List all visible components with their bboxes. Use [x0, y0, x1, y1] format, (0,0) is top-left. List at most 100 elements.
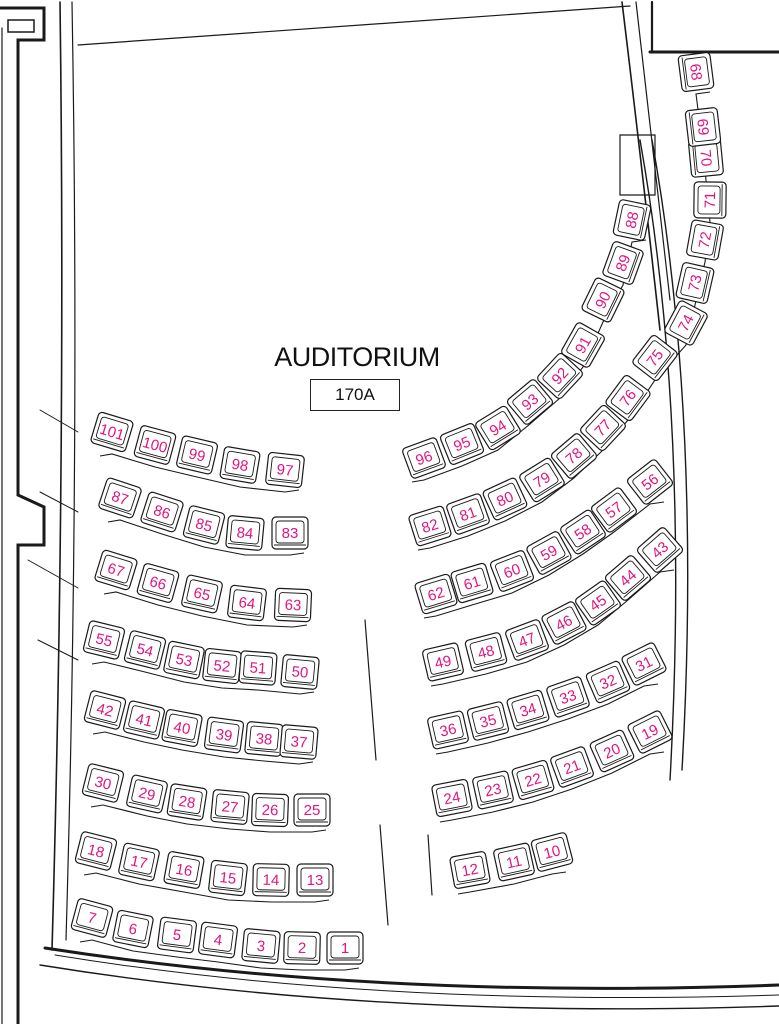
seat-36[interactable]: 36	[427, 710, 469, 750]
seat-57[interactable]: 57	[590, 486, 638, 533]
seat-20[interactable]: 20	[589, 729, 635, 773]
seat-54[interactable]: 54	[123, 630, 167, 670]
seat-73[interactable]: 73	[675, 262, 715, 304]
seat-60[interactable]: 60	[489, 550, 535, 593]
seat-42[interactable]: 42	[83, 690, 127, 730]
seat-90[interactable]: 90	[581, 277, 626, 323]
seat-10[interactable]: 10	[530, 832, 574, 872]
seat-22[interactable]: 22	[511, 759, 555, 801]
seat-31[interactable]: 31	[621, 642, 668, 687]
seat-96[interactable]: 96	[402, 437, 447, 479]
seat-48[interactable]: 48	[464, 632, 508, 672]
seat-23[interactable]: 23	[472, 770, 514, 810]
seat-84[interactable]: 84	[225, 515, 265, 551]
seat-4[interactable]: 4	[197, 921, 239, 959]
seat-41[interactable]: 41	[123, 700, 165, 740]
seat-88[interactable]: 88	[612, 199, 652, 241]
seat-94[interactable]: 94	[474, 405, 521, 451]
seat-35[interactable]: 35	[466, 701, 510, 741]
seat-12[interactable]: 12	[449, 851, 491, 889]
seat-45[interactable]: 45	[574, 580, 622, 627]
seat-50[interactable]: 50	[280, 654, 320, 690]
seat-67[interactable]: 67	[94, 549, 138, 591]
seat-5[interactable]: 5	[156, 916, 198, 954]
seat-39[interactable]: 39	[203, 716, 245, 754]
seat-30[interactable]: 30	[81, 763, 125, 803]
seat-76[interactable]: 76	[604, 374, 651, 422]
seat-80[interactable]: 80	[482, 477, 528, 521]
seat-55[interactable]: 55	[82, 620, 126, 660]
seat-101[interactable]: 101	[90, 411, 134, 453]
seat-52[interactable]: 52	[202, 647, 242, 685]
seat-49[interactable]: 49	[422, 642, 464, 682]
seat-82[interactable]: 82	[408, 505, 452, 547]
seat-37[interactable]: 37	[279, 724, 319, 760]
seat-87[interactable]: 87	[98, 477, 142, 519]
seat-56[interactable]: 56	[626, 458, 674, 505]
seat-18[interactable]: 18	[74, 831, 118, 871]
seat-40[interactable]: 40	[161, 709, 203, 747]
seat-85[interactable]: 85	[182, 505, 226, 545]
seat-61[interactable]: 61	[450, 562, 494, 604]
seat-97[interactable]: 97	[265, 451, 305, 489]
seat-83[interactable]: 83	[271, 516, 309, 550]
seat-100[interactable]: 100	[133, 425, 177, 465]
seat-25[interactable]: 25	[293, 793, 331, 827]
seat-15[interactable]: 15	[208, 859, 248, 897]
seat-47[interactable]: 47	[505, 619, 550, 662]
seat-29[interactable]: 29	[126, 774, 168, 814]
seat-58[interactable]: 58	[559, 509, 607, 556]
seat-11[interactable]: 11	[493, 842, 535, 882]
seat-46[interactable]: 46	[541, 600, 588, 645]
seat-93[interactable]: 93	[506, 378, 554, 426]
seat-32[interactable]: 32	[585, 660, 631, 704]
seat-68[interactable]: 68	[677, 51, 715, 93]
seat-16[interactable]: 16	[163, 851, 205, 889]
seat-59[interactable]: 59	[526, 530, 573, 575]
seat-28[interactable]: 28	[166, 783, 208, 821]
seat-44[interactable]: 44	[604, 554, 652, 602]
seat-77[interactable]: 77	[579, 404, 627, 452]
seat-65[interactable]: 65	[181, 574, 223, 614]
seat-81[interactable]: 81	[446, 493, 491, 535]
seat-89[interactable]: 89	[602, 241, 644, 286]
seat-64[interactable]: 64	[227, 584, 267, 622]
seat-34[interactable]: 34	[506, 689, 550, 731]
seat-74[interactable]: 74	[663, 300, 708, 347]
seat-2[interactable]: 2	[283, 931, 321, 965]
seat-70[interactable]: 70	[688, 138, 724, 178]
seat-53[interactable]: 53	[163, 640, 205, 680]
seat-99[interactable]: 99	[176, 435, 218, 475]
seat-1[interactable]: 1	[326, 931, 364, 965]
seat-14[interactable]: 14	[252, 863, 290, 897]
seat-69[interactable]: 69	[684, 107, 722, 147]
seat-92[interactable]: 92	[536, 352, 584, 400]
seat-7[interactable]: 7	[70, 898, 114, 938]
seat-6[interactable]: 6	[112, 909, 154, 949]
seat-24[interactable]: 24	[431, 778, 473, 818]
seat-71[interactable]: 71	[693, 181, 727, 219]
seat-43[interactable]: 43	[636, 526, 684, 574]
seat-95[interactable]: 95	[439, 422, 485, 465]
seat-75[interactable]: 75	[631, 334, 678, 382]
seat-33[interactable]: 33	[546, 676, 591, 718]
seat-38[interactable]: 38	[244, 721, 284, 757]
seat-21[interactable]: 21	[550, 746, 595, 788]
seat-72[interactable]: 72	[686, 219, 724, 261]
seat-63[interactable]: 63	[273, 587, 313, 623]
seat-98[interactable]: 98	[219, 446, 261, 484]
seat-51[interactable]: 51	[238, 650, 278, 686]
seat-17[interactable]: 17	[118, 842, 160, 882]
seat-26[interactable]: 26	[250, 792, 290, 828]
seat-86[interactable]: 86	[140, 491, 184, 533]
seat-91[interactable]: 91	[560, 321, 606, 368]
row-arc	[92, 731, 314, 765]
seat-62[interactable]: 62	[414, 573, 458, 615]
seat-3[interactable]: 3	[241, 928, 281, 964]
seat-27[interactable]: 27	[210, 789, 250, 825]
seat-79[interactable]: 79	[518, 457, 565, 503]
seat-13[interactable]: 13	[296, 863, 334, 897]
seat-66[interactable]: 66	[136, 563, 180, 604]
seat-78[interactable]: 78	[550, 432, 598, 480]
seat-19[interactable]: 19	[627, 710, 674, 755]
